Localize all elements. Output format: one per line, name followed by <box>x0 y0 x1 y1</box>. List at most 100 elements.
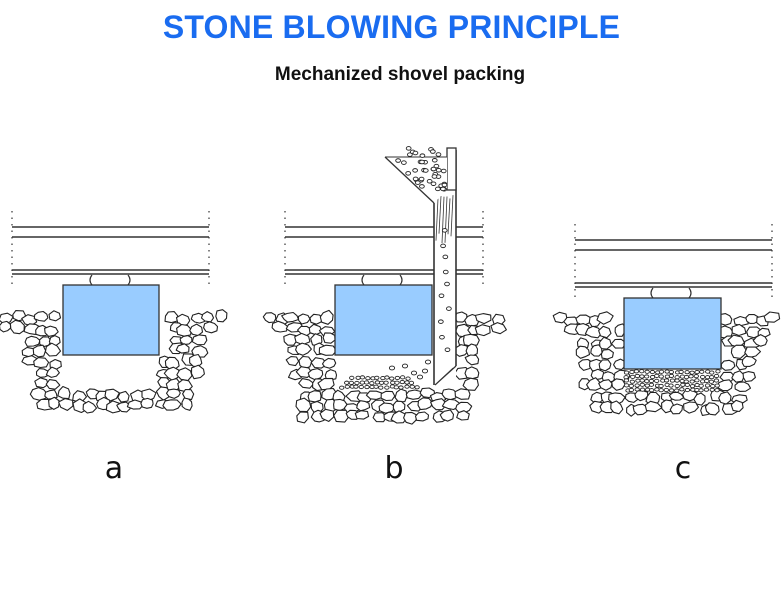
ballast-stone <box>741 355 757 367</box>
ballast-stone <box>454 388 471 400</box>
ballast-stone <box>752 334 768 347</box>
ballast-stone <box>742 371 756 383</box>
small-stone <box>683 375 690 380</box>
ballast-stone <box>333 409 350 423</box>
small-stone <box>389 376 395 381</box>
hopper-stone <box>430 181 437 186</box>
ballast-stone <box>262 312 277 324</box>
small-stone <box>359 375 366 380</box>
ballast-stone <box>683 401 699 414</box>
hopper-stone <box>430 166 437 172</box>
ballast-stone <box>29 387 48 401</box>
ballast-stone <box>321 357 337 369</box>
small-stone <box>654 378 660 383</box>
hopper-stone <box>433 163 440 169</box>
small-stone <box>623 378 630 383</box>
tube-stone <box>438 319 444 324</box>
small-stone <box>628 387 634 393</box>
small-stone <box>634 383 640 388</box>
small-stone <box>628 383 634 388</box>
small-stone <box>394 375 401 381</box>
small-stone <box>399 375 406 380</box>
ballast-stone <box>474 313 492 325</box>
ballast-stone <box>162 399 182 411</box>
small-stone <box>644 383 650 388</box>
small-stone <box>683 379 689 384</box>
ballast-stone <box>717 379 733 392</box>
small-stone <box>630 374 636 379</box>
ballast-stone <box>414 411 430 422</box>
sleeper <box>62 284 160 356</box>
small-stone <box>639 382 645 387</box>
small-stone <box>694 378 700 383</box>
ballast-stone <box>380 390 396 402</box>
hopper-stone <box>431 158 438 163</box>
ballast-stone <box>600 348 614 360</box>
ballast-stone <box>456 410 470 421</box>
ballast-stone <box>598 379 613 391</box>
small-stone <box>680 382 686 387</box>
small-stone <box>658 383 664 389</box>
track-rails <box>11 211 210 285</box>
small-stone <box>658 369 665 374</box>
hopper-slope <box>384 156 435 204</box>
ballast-stone <box>296 411 309 424</box>
flow-streak <box>450 195 454 237</box>
ballast-stone <box>215 309 228 323</box>
small-stone <box>674 388 680 393</box>
small-stone <box>678 369 684 375</box>
small-stone <box>693 374 699 379</box>
falling-stone <box>401 363 409 369</box>
ballast-stone <box>598 359 612 372</box>
flow-streak <box>447 198 451 235</box>
small-stone <box>710 383 716 389</box>
blowing-tube <box>433 147 457 386</box>
hopper-stone <box>401 160 407 165</box>
small-stone <box>363 380 370 385</box>
hopper-stone <box>418 176 425 182</box>
small-stone <box>373 384 379 389</box>
ballast-stone <box>285 356 300 367</box>
small-stone <box>699 369 705 374</box>
small-stone <box>663 387 669 393</box>
flow-streak <box>441 196 445 244</box>
ballast-stone <box>295 397 312 413</box>
ballast-stone <box>176 323 192 337</box>
small-stone <box>354 380 360 386</box>
small-stone <box>658 388 664 393</box>
hopper-stone <box>435 152 442 157</box>
hopper-stone <box>419 159 425 165</box>
hopper-stone <box>430 149 436 154</box>
ballast-stone <box>175 343 190 354</box>
ballast-stone <box>44 325 59 337</box>
ballast-stone <box>405 389 422 400</box>
ballast-stone <box>181 397 193 411</box>
ballast-stone <box>731 370 746 383</box>
panel-c-label: c <box>674 451 692 486</box>
falling-stone <box>416 374 424 380</box>
small-stone <box>409 384 415 389</box>
ballast-stone <box>297 313 311 325</box>
ballast-stone <box>417 397 434 411</box>
ballast-stone <box>682 389 698 402</box>
ballast-stone <box>590 368 606 381</box>
hopper-stone <box>441 182 448 188</box>
ballast-stone <box>474 324 491 337</box>
ballast-stone <box>575 345 591 359</box>
small-stone <box>708 379 715 384</box>
diagram-title: STONE BLOWING PRINCIPLE <box>162 9 621 45</box>
small-stone <box>365 376 371 381</box>
small-stone <box>644 379 650 384</box>
small-stone <box>669 378 676 383</box>
tube-rod <box>446 147 457 191</box>
small-stone <box>633 369 640 374</box>
ballast-stone <box>378 402 397 414</box>
rail-pad <box>650 287 692 299</box>
tube-stone <box>442 254 449 260</box>
small-stone <box>698 383 704 388</box>
panel-b <box>262 146 507 425</box>
small-stone <box>359 380 365 385</box>
hopper-stone <box>426 179 433 184</box>
ballast-stone <box>439 409 455 422</box>
falling-stone <box>424 359 432 365</box>
